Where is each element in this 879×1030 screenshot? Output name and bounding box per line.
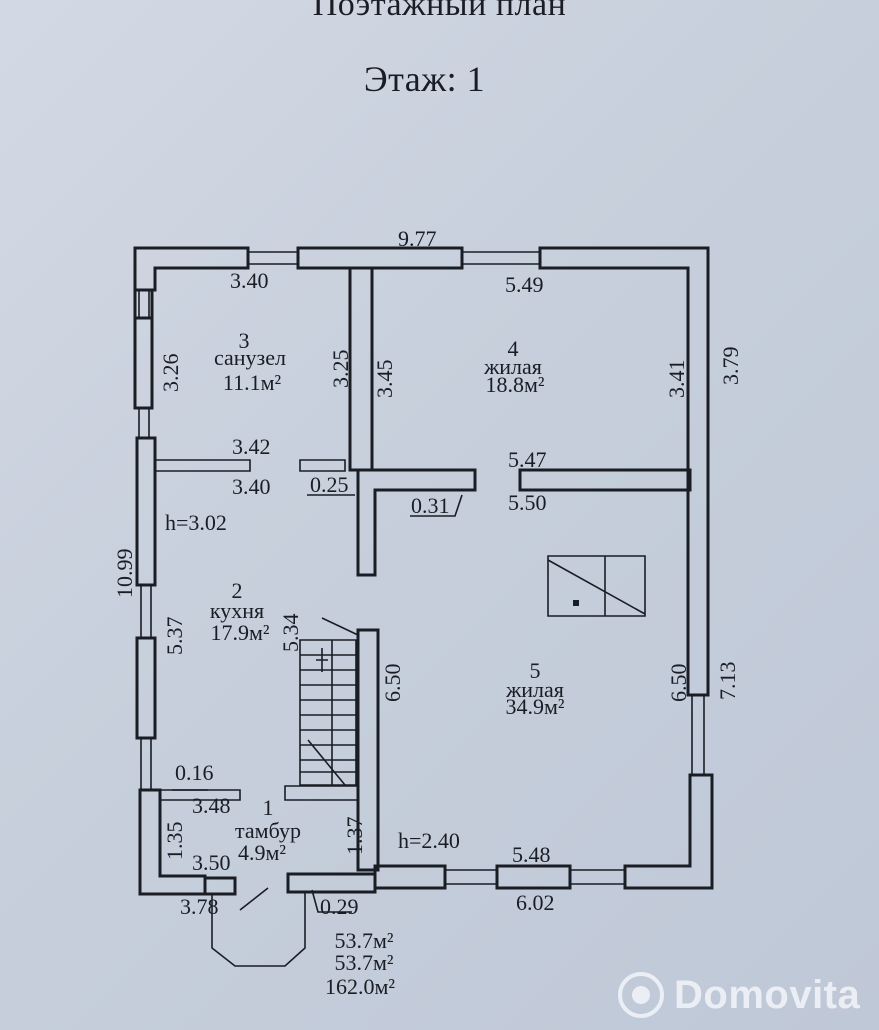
dim-room4-bottom: 5.47 [508,447,547,472]
room-2-label: 2 кухня 17.9м² [210,578,270,645]
svg-text:53.7м²: 53.7м² [334,950,393,975]
staircase [299,617,359,786]
dim-stub-016: 0.16 [175,760,214,785]
svg-text:2: 2 [232,578,243,603]
room-3-label: 3 санузел 11.1м² [214,328,286,395]
dim-room3-top: 3.40 [230,268,269,293]
dim-vest-left: 1.35 [162,822,187,861]
watermark: Domovita [618,966,860,1024]
svg-text:11.1м²: 11.1м² [223,370,282,395]
dim-top-overall: 9.77 [398,226,437,251]
svg-text:4.9м²: 4.9м² [238,840,286,865]
dim-porch: 0.29 [320,894,359,919]
floor-label: Этаж: 1 [363,59,486,99]
svg-text:1: 1 [263,795,274,820]
dim-bath-wall: 3.42 [232,434,271,459]
domovita-logo-icon [618,972,664,1018]
attic-hatch [547,555,646,617]
svg-text:санузел: санузел [214,345,286,370]
dim-room4-top: 5.49 [505,272,544,297]
dim-right-upper-outer: 3.79 [718,347,743,386]
dim-room5-right: 6.50 [666,664,691,703]
dim-vest-top: 3.48 [192,793,231,818]
svg-text:34.9м²: 34.9м² [505,694,564,719]
dim-vest-bottom: 3.50 [192,850,231,875]
svg-text:тамбур: тамбур [235,818,301,843]
height-label-1: h=3.02 [165,510,227,535]
dim-room3-right: 3.25 [328,350,353,389]
height-label-2: h=2.40 [398,828,460,853]
dim-left-overall: 10.99 [112,549,137,599]
svg-text:162.0м²: 162.0м² [325,974,395,999]
room-1-label: 1 тамбур 4.9м² [235,795,301,865]
dim-kitchen-right: 5.34 [278,614,303,653]
dim-room5-bottom: 5.48 [512,842,551,867]
outer-walls [133,246,714,896]
svg-text:18.8м²: 18.8м² [485,372,544,397]
svg-text:5: 5 [530,658,541,683]
svg-text:жилая: жилая [483,354,542,379]
dim-kitchen-left: 5.37 [162,617,187,656]
svg-text:53.7м²: 53.7м² [334,928,393,953]
dim-room3-left: 3.26 [158,354,183,393]
dim-room4-right: 3.41 [664,360,689,399]
dim-vest-right: 1.37 [342,817,367,856]
svg-text:4: 4 [508,336,519,361]
dim-bottom-left-outer: 3.78 [180,894,219,919]
svg-text:3: 3 [239,328,250,353]
dim-room5-top: 5.50 [508,490,547,515]
dim-room4-left: 3.45 [372,360,397,399]
watermark-text: Domovita [674,972,861,1017]
svg-text:жилая: жилая [505,677,564,702]
dim-right-lower-outer: 7.13 [715,662,740,701]
dim-bath-bottom: 3.40 [232,474,271,499]
entry-porch [211,887,306,967]
dim-stub-031: 0.31 [411,493,450,518]
svg-text:17.9м²: 17.9м² [210,620,269,645]
room-5-label: 5 жилая 34.9м² [505,658,565,719]
callout-lines [172,494,463,913]
interior-walls [154,266,692,872]
room-4-label: 4 жилая 18.8м² [483,336,545,397]
dim-stub-025: 0.25 [310,472,349,497]
dim-bottom-right-outer: 6.02 [516,890,555,915]
page-title: Поэтажный план [312,0,567,23]
area-totals: 53.7м² 53.7м² 162.0м² [325,928,395,999]
svg-text:кухня: кухня [210,598,264,623]
dim-room5-left: 6.50 [380,664,405,703]
